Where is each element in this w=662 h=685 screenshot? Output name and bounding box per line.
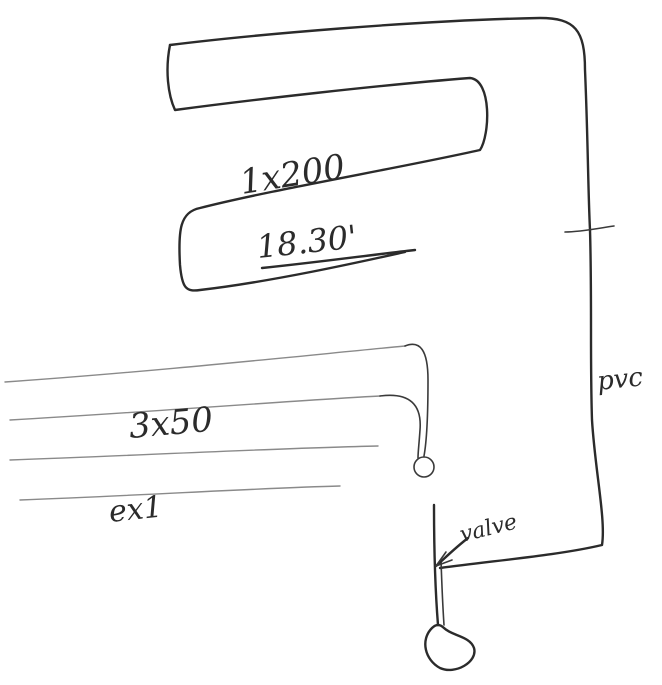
pipe-tick: [564, 225, 615, 233]
drain-pipe-left: [432, 503, 440, 627]
drain-pipe-right: [440, 559, 445, 626]
panel-top-loop: [166, 43, 489, 292]
pvc-return-pipe: [438, 228, 605, 570]
return-pipe-label: pvc: [596, 362, 645, 397]
supply-line-2: [9, 395, 381, 421]
pipe-size-label: 3x50: [127, 400, 214, 447]
gauge-circle: [413, 456, 435, 478]
valve-arrowhead: [435, 551, 453, 567]
pipe-note-label: ex1: [107, 490, 164, 530]
valve-label: valve: [457, 510, 519, 548]
length-underline: [260, 248, 417, 270]
drain-outlet: [424, 623, 476, 671]
supply-line-4: [19, 485, 341, 501]
supply-line-1: [4, 345, 406, 383]
supply-line-3: [9, 445, 379, 461]
collector-panel-outline: [168, 16, 592, 232]
inner-bend: [379, 394, 421, 459]
panel-size-label: 1x200: [237, 147, 348, 203]
elbow-bend: [404, 343, 429, 457]
